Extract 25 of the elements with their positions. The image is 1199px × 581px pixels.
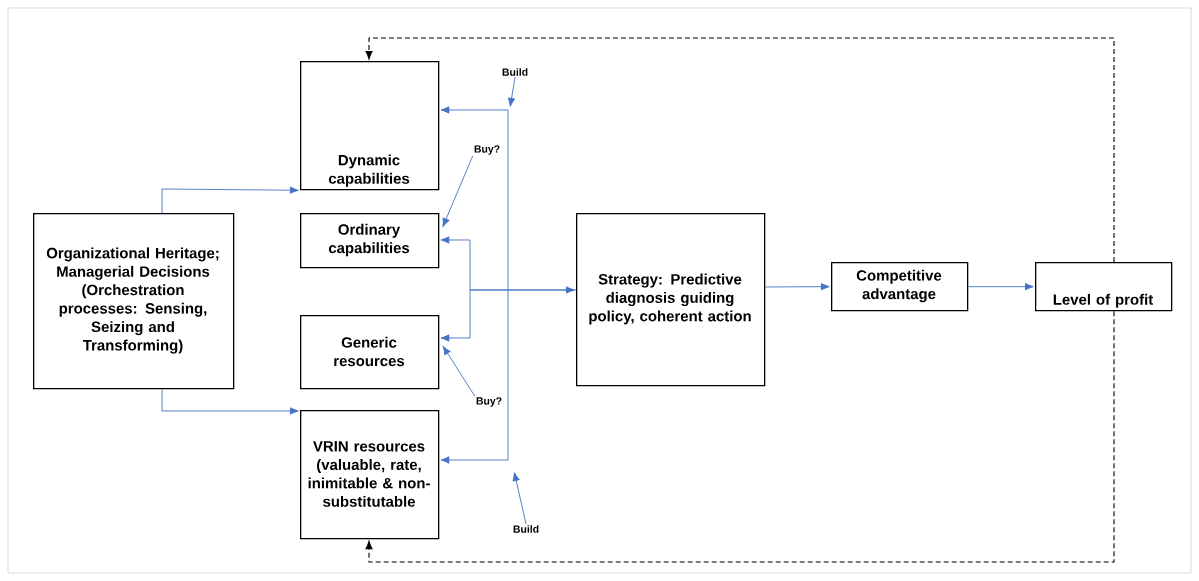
arrow (440, 289, 577, 342)
text-box: Level of profit (1035, 262, 1173, 312)
arrow-label: Build (502, 68, 528, 76)
arrow-label: Buy? (474, 145, 500, 155)
leader-arrow (512, 472, 527, 525)
text-box: Ordinary capabilities (300, 213, 440, 269)
text-box: Generic resources (300, 315, 440, 390)
text-box: Strategy: Predictive diagnosis guiding policy, coherent action (576, 213, 766, 387)
text-box: Dynamic capabilities (300, 61, 440, 191)
arrow (764, 283, 830, 291)
arrow (967, 283, 1034, 291)
arrow (161, 186, 299, 214)
leader-arrow (507, 76, 516, 107)
feedback-arrow (365, 310, 1115, 563)
leader-arrow (442, 346, 476, 397)
feedback-arrow (365, 37, 1115, 263)
arrow (161, 388, 299, 415)
arrow (440, 236, 575, 294)
text-box: VRIN resources (valuable, rate, inimitable & non-substitutable (300, 410, 440, 540)
arrow-label: Build (513, 525, 539, 533)
arrow-label: Buy? (476, 397, 502, 407)
text-box: Organizational Heritage; Managerial Decisions (Orchestration processes: Sensing, Seizing and Transforming) (33, 213, 235, 390)
arrow (440, 106, 509, 464)
text-box: Competitive advantage (831, 262, 969, 312)
leader-arrow (442, 155, 474, 227)
